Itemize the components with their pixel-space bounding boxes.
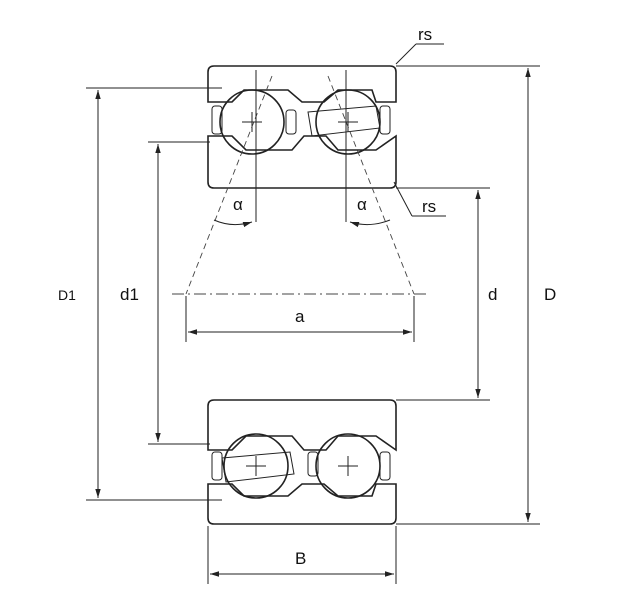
lower-section [207, 399, 397, 525]
cage-right-upper [379, 105, 391, 135]
cage-left-lower [211, 451, 223, 481]
cage-mid-upper [285, 109, 297, 135]
label-B: B [295, 549, 306, 568]
label-D: D [544, 285, 556, 304]
ball-left-upper [219, 89, 285, 155]
inner-ring-upper [207, 134, 397, 189]
outer-ring-lower [207, 483, 397, 525]
label-rs-top: rs [418, 25, 432, 44]
cage-left-upper [211, 105, 223, 135]
label-rs-mid: rs [422, 197, 436, 216]
dimension-lines [86, 43, 540, 584]
ball-right-lower [315, 433, 381, 499]
upper-section [207, 65, 397, 189]
label-D1: D1 [58, 287, 76, 303]
ball-left-lower [223, 433, 289, 499]
inner-ring-lower [207, 399, 397, 452]
label-d1: d1 [120, 285, 139, 304]
cage-right-lower [379, 451, 391, 481]
cage-strip-lower [221, 451, 295, 483]
cage-mid-lower [307, 451, 319, 477]
label-a: a [295, 307, 305, 326]
contact-lines [185, 70, 415, 295]
cage-strip-upper [307, 105, 381, 137]
label-alpha-left: α [233, 195, 243, 214]
label-d: d [488, 285, 497, 304]
ball-right-upper [315, 89, 381, 155]
label-alpha-right: α [357, 195, 367, 214]
